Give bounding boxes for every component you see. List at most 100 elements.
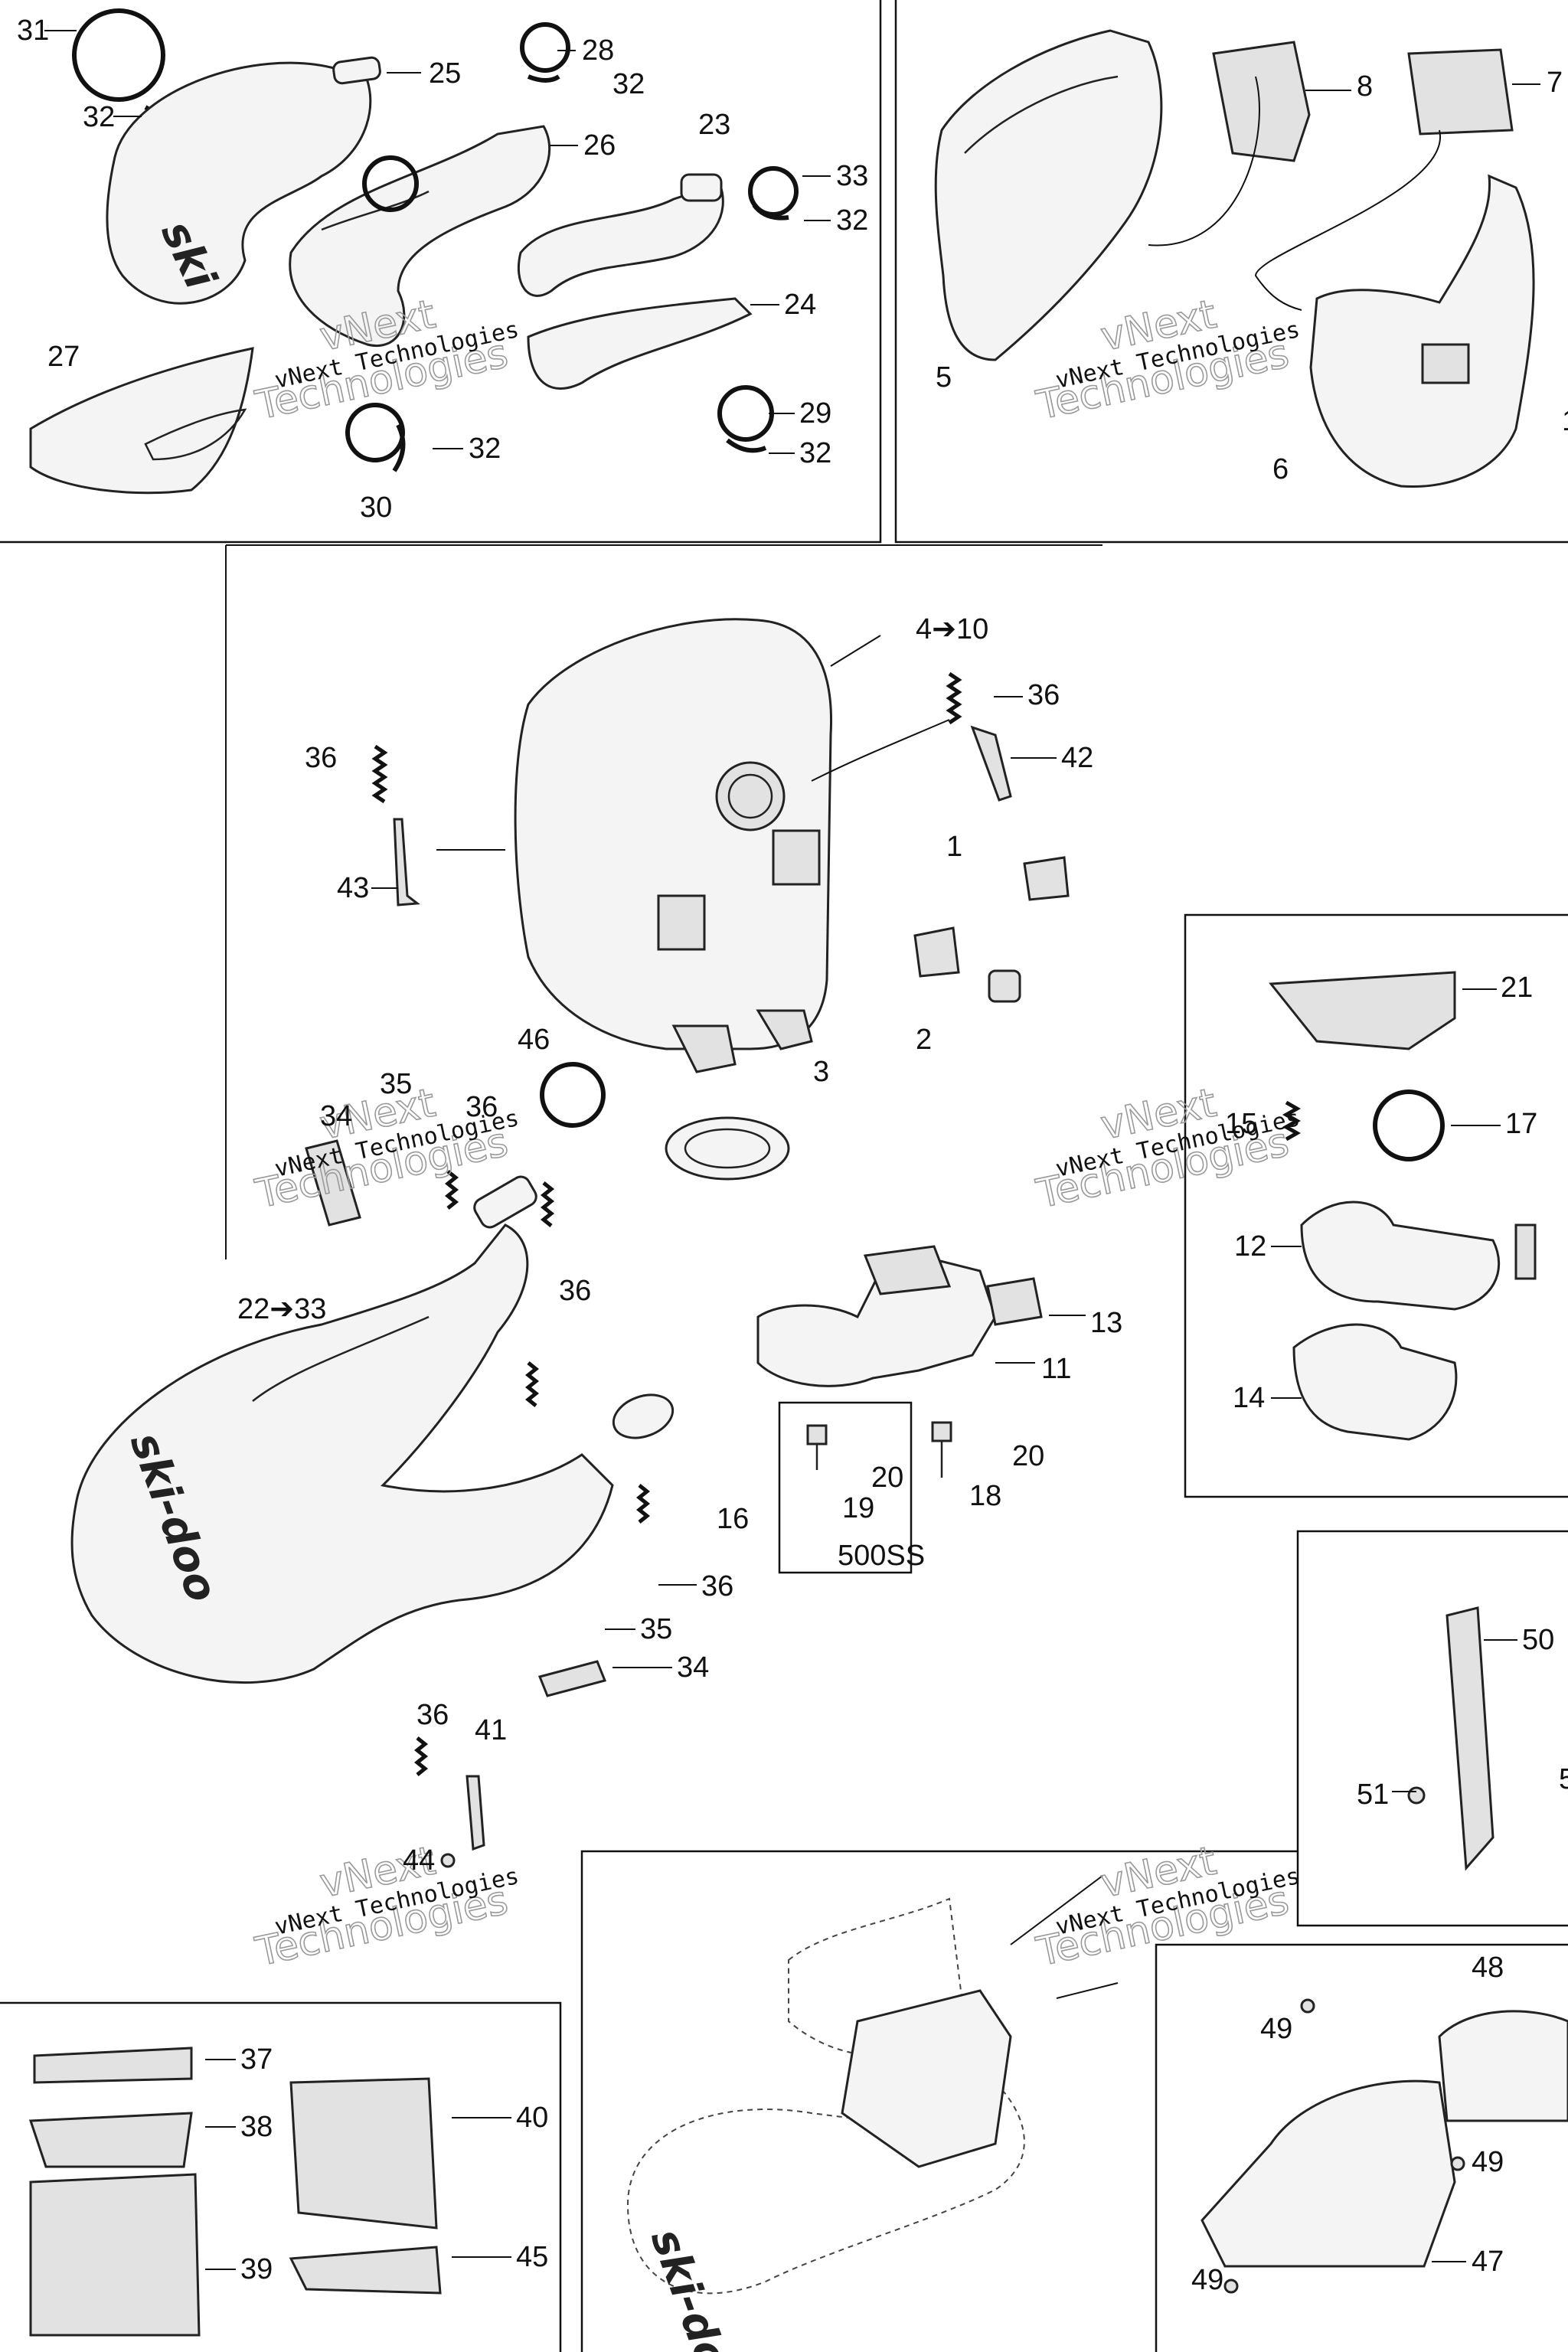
- callout-label: 47: [1472, 2246, 1504, 2278]
- callout-label: 13: [1090, 1307, 1122, 1339]
- callout-label: 14: [1233, 1382, 1265, 1414]
- callout-label: 28: [582, 34, 614, 67]
- callout-label: 6: [1272, 453, 1289, 485]
- callout-label: 12: [1234, 1230, 1266, 1263]
- callout-label: 16: [717, 1503, 749, 1535]
- sleeve-16: [612, 1393, 675, 1439]
- pad-40: [289, 2077, 438, 2230]
- pipe-14: [1292, 1323, 1458, 1441]
- callout-label: 32: [83, 101, 115, 133]
- 500ss-inset-box: [778, 1401, 913, 1574]
- insulation-pad-8: [1212, 41, 1311, 162]
- callout-label: 37: [240, 2043, 273, 2076]
- callout-label: 41: [475, 1714, 507, 1746]
- callout-label: 5: [1559, 1763, 1568, 1795]
- callout-label: 36: [1027, 679, 1060, 711]
- 500ss-parts: [1269, 971, 1537, 1441]
- pipe-section-parts: ski: [29, 8, 799, 495]
- heat-shield-27: [29, 347, 254, 495]
- clamp-34: [305, 1139, 361, 1227]
- spring-36-f: [635, 1484, 651, 1524]
- spring-36-a: [371, 744, 388, 804]
- pipe-mid-section-26: [289, 125, 551, 347]
- callout-label: 11: [1041, 1353, 1071, 1385]
- heat-shield-48: [1438, 2010, 1568, 2122]
- pad-39: [29, 2173, 201, 2337]
- callout-label: 51: [1357, 1779, 1389, 1811]
- spring-36-g: [413, 1736, 429, 1776]
- assembled-view-pipe: [626, 2081, 1025, 2295]
- callout-label: 23: [698, 109, 730, 141]
- spring-36-c: [444, 1170, 459, 1210]
- spring-36-e: [524, 1361, 540, 1407]
- callout-labels: 312528323226233332242729323230875614➔103…: [17, 15, 1568, 2296]
- callout-label: 34: [677, 1651, 709, 1684]
- callout-label: 22➔33: [237, 1293, 326, 1325]
- ring-17: [1373, 1089, 1445, 1161]
- tuned-pipe-22-33: [70, 1223, 614, 1684]
- tuned-pipe: ski-doo: [70, 1175, 1043, 1684]
- callout-label: 36: [416, 1699, 449, 1731]
- callout-label: 15: [1225, 1108, 1257, 1140]
- callout-label: 25: [429, 57, 461, 90]
- callout-label: 39: [240, 2253, 273, 2285]
- callout-label: 19: [842, 1492, 874, 1524]
- callout-label: 35: [640, 1613, 672, 1645]
- pad-37: [33, 2047, 193, 2084]
- callout-label: 5: [936, 361, 952, 394]
- gasket-13: [863, 1245, 952, 1295]
- callout-label: 33: [836, 160, 868, 192]
- callout-label: 32: [469, 433, 501, 465]
- callout-label: 1: [946, 831, 962, 863]
- insulation-21: [1269, 971, 1456, 1050]
- callout-label: 1: [1562, 405, 1568, 437]
- callout-label: 42: [1061, 742, 1093, 774]
- clamp-34-b: [537, 1660, 607, 1697]
- pipe-12: [1300, 1200, 1501, 1311]
- springs-and-hardware: [305, 671, 1070, 1868]
- callout-label: 29: [799, 397, 831, 430]
- callout-label: 36: [701, 1570, 733, 1602]
- callout-label: 48: [1472, 1952, 1504, 1984]
- callout-label: 2: [916, 1024, 932, 1056]
- pipe-lower-section-24: [527, 297, 753, 390]
- callout-label: 8: [1357, 70, 1373, 103]
- callout-label: 32: [799, 437, 831, 469]
- seal-3: [665, 1116, 790, 1181]
- insulation-pad-7: [1407, 48, 1514, 136]
- callout-label: 24: [784, 289, 816, 321]
- bracket-43: [393, 818, 421, 906]
- callout-label: 49: [1472, 2146, 1504, 2178]
- callout-label: 20: [1012, 1440, 1044, 1472]
- callout-label: 32: [836, 204, 868, 237]
- grommet-1-b: [913, 926, 960, 978]
- callout-label: 7: [1547, 67, 1563, 99]
- 500ss-bolts: [806, 1421, 952, 1478]
- callout-label: 49: [1191, 2264, 1223, 2296]
- callout-label: 43: [337, 872, 369, 904]
- pad-38: [28, 2112, 193, 2168]
- callout-label: 36: [559, 1275, 591, 1307]
- callout-label: 36: [466, 1091, 498, 1123]
- insulation-pads: [28, 2047, 442, 2337]
- assembled-muffler-shield: [841, 1989, 1012, 2168]
- callout-label: 36: [305, 742, 337, 774]
- callout-label: 38: [240, 2111, 273, 2143]
- callout-label: 27: [47, 341, 80, 373]
- heat-shield-assemblies: ski-doo: [626, 1606, 1568, 2352]
- heat-shield-5: [934, 29, 1163, 361]
- gasket-46: [540, 1062, 606, 1128]
- pipe-front-section-25: [106, 61, 372, 305]
- heat-shield-47: [1200, 2079, 1456, 2268]
- pad-45: [289, 2246, 442, 2295]
- callout-label: 31: [17, 15, 49, 47]
- callout-label: 44: [403, 1844, 435, 1877]
- callout-label: 45: [516, 2241, 548, 2273]
- grommet-1-a: [1023, 856, 1070, 901]
- muffler-heat-shields: [934, 29, 1535, 488]
